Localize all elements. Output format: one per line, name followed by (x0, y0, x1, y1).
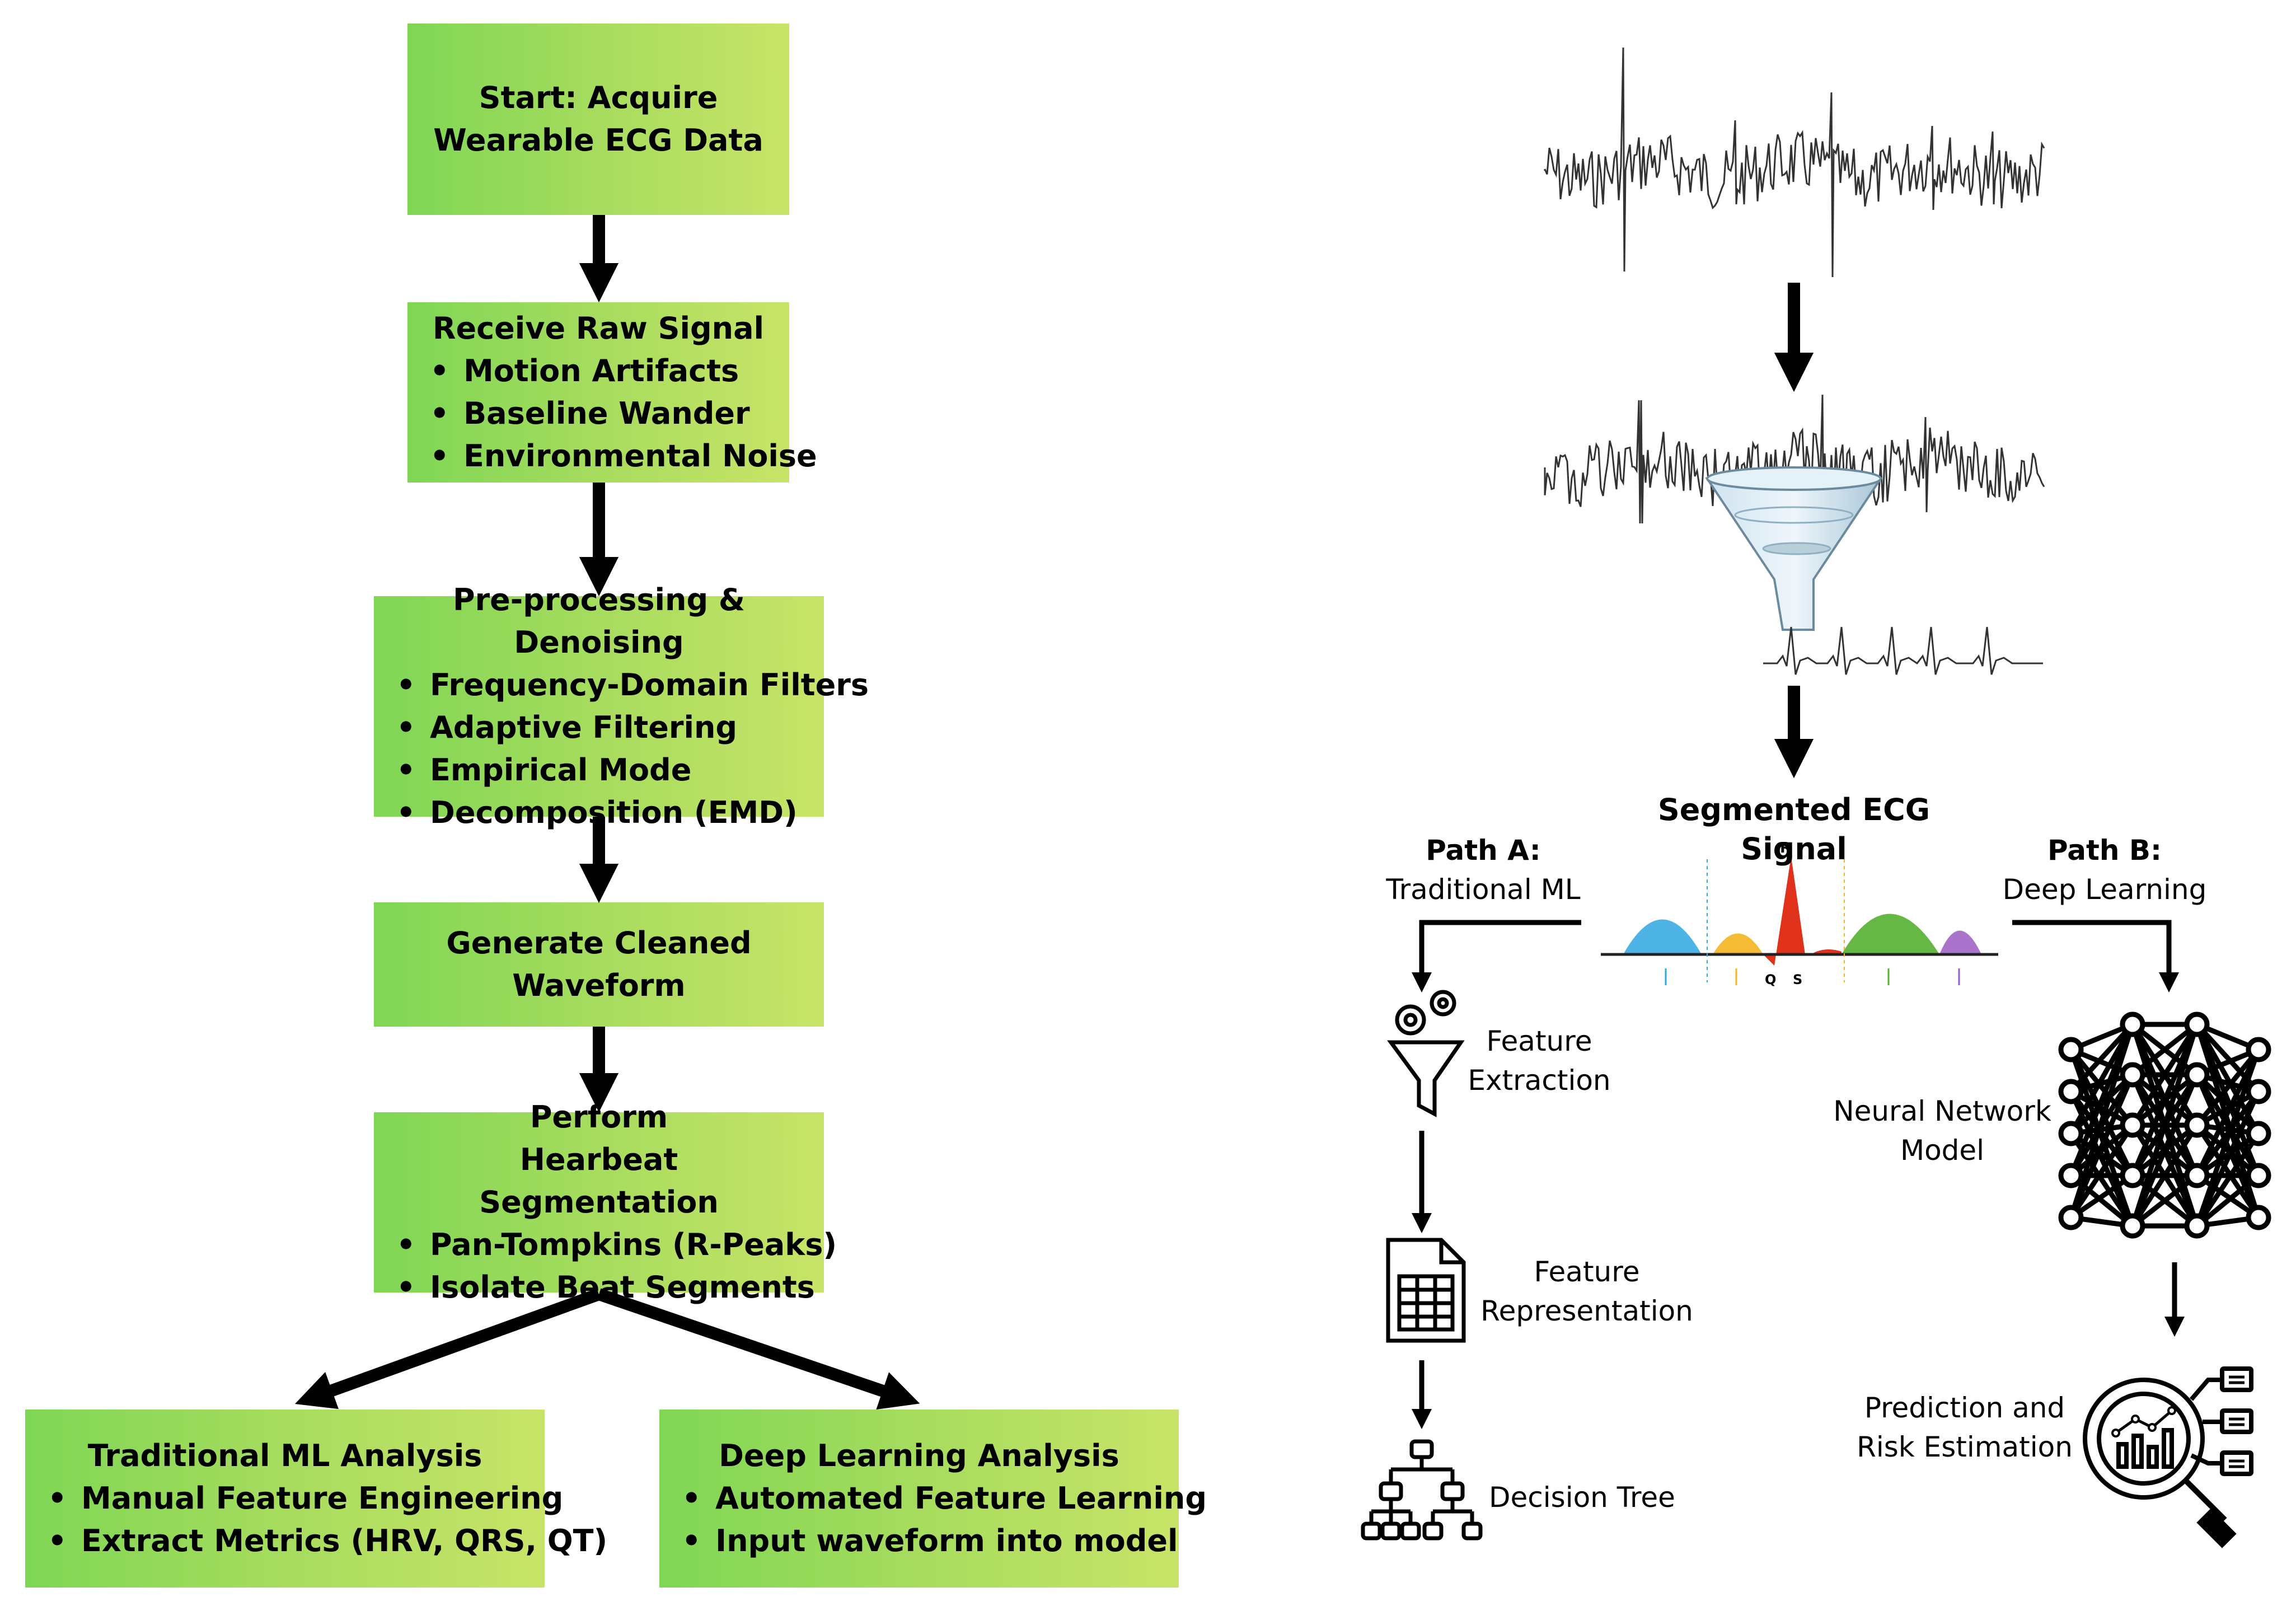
list-item: Empirical Mode (374, 749, 824, 792)
nn-node (2184, 1213, 2210, 1239)
cleaned-waveform-label: Generate Cleaned Waveform (446, 925, 752, 1003)
list-item: Frequency-Domain Filters (374, 664, 869, 706)
prediction-label: Prediction and Risk Estimation (1857, 1392, 2073, 1463)
list-item-continued: Decomposition (EMD) (374, 792, 824, 834)
nn-node (2120, 1012, 2145, 1037)
magnifier-chart-icon (2083, 1366, 2253, 1548)
flow-arrows (294, 215, 920, 1410)
start-box: Start: Acquire Wearable ECG Data (407, 24, 789, 215)
nn-node (2058, 1205, 2084, 1230)
document-table-icon (1386, 1238, 1466, 1343)
gear-funnel-icon (1387, 990, 1465, 1117)
path-a-heading: Path A: (1426, 834, 1541, 867)
u-wave (1939, 930, 1981, 954)
path-b-heading: Path B: (2047, 834, 2162, 867)
raw-signal-title: Receive Raw Signal (432, 311, 765, 346)
nn-node (2184, 1163, 2210, 1188)
list-item: Baseline Wander (407, 392, 789, 435)
noisy-ecg-filter-input (1544, 394, 2045, 535)
list-item: Adaptive Filtering (374, 706, 824, 749)
nn-node (2184, 1012, 2210, 1037)
nn-node (2120, 1163, 2145, 1188)
raw-signal-list: Motion Artifacts Baseline Wander Environ… (407, 350, 817, 477)
wave-label-r: R (1780, 840, 1791, 856)
segmented-ecg-title: Segmented ECG Signal (1657, 792, 1930, 867)
raw-signal-box: Receive Raw Signal Motion Artifacts Base… (407, 302, 817, 483)
p-wave (1623, 919, 1702, 954)
deep-learning-box: Deep Learning Analysis Automated Feature… (659, 1410, 1207, 1588)
nn-node (2246, 1037, 2271, 1062)
nn-node (2120, 1112, 2145, 1138)
path-b-name: Deep Learning (2002, 873, 2207, 906)
feature-extraction-label: Feature Extraction (1468, 1025, 1611, 1097)
q-wave (1713, 933, 1763, 954)
start-label: Start: Acquire Wearable ECG Data (433, 80, 763, 158)
segmented-ecg-waveform (1601, 856, 1998, 985)
nn-node (2058, 1079, 2084, 1104)
list-item: Input waveform into model (659, 1520, 1179, 1562)
nn-node (2246, 1121, 2271, 1146)
arrow-seg-to-deep (597, 1288, 920, 1410)
nn-node (2058, 1037, 2084, 1062)
nn-node (2058, 1163, 2084, 1188)
list-item: Automated Feature Learning (659, 1477, 1207, 1520)
wave-label-s: S (1793, 972, 1802, 987)
raw-noisy-ecg (1544, 47, 2045, 278)
wave-label-q: Q (1765, 972, 1776, 987)
arrow-path-b (2012, 920, 2179, 992)
feature-representation-label: Feature Representation (1480, 1256, 1693, 1327)
neural-network-label: Neural Network Model (1833, 1095, 2051, 1167)
nn-node (2120, 1062, 2145, 1088)
nn-node (2246, 1163, 2271, 1188)
traditional-ml-box: Traditional ML Analysis Manual Feature E… (25, 1410, 607, 1588)
list-item: Extract Metrics (HRV, QRS, QT) (25, 1520, 607, 1562)
list-item: Pan-Tompkins (R-Peaks) (374, 1224, 837, 1266)
deep-learning-title: Deep Learning Analysis (719, 1438, 1119, 1473)
list-item: Environmental Noise (407, 435, 817, 477)
nn-node (2058, 1121, 2084, 1146)
deep-learning-list: Automated Feature Learning Input wavefor… (659, 1477, 1207, 1562)
r-wave (1763, 856, 1805, 966)
nn-node (2184, 1112, 2210, 1138)
segmentation-box: Perform Hearbeat Segmentation Pan-Tompki… (374, 1099, 837, 1309)
nn-node (2246, 1205, 2271, 1230)
t-wave (1842, 914, 1939, 954)
arrow-path-a (1412, 920, 1581, 992)
path-a-name: Traditional ML (1386, 873, 1581, 906)
preprocessing-box: Pre-processing & Denoising Frequency-Dom… (374, 582, 869, 834)
traditional-ml-list: Manual Feature Engineering Extract Metri… (25, 1477, 607, 1562)
cleaned-waveform-box: Generate Cleaned Waveform (374, 902, 824, 1027)
nn-node (2120, 1213, 2145, 1239)
nn-node (2184, 1062, 2210, 1088)
traditional-ml-title: Traditional ML Analysis (87, 1438, 482, 1473)
list-item: Manual Feature Engineering (25, 1477, 563, 1520)
clean-ecg-output (1763, 626, 2043, 675)
decision-tree-label: Decision Tree (1489, 1481, 1675, 1514)
nn-node (2246, 1079, 2271, 1104)
list-item: Motion Artifacts (407, 350, 789, 392)
neural-network-icon (2058, 1012, 2271, 1239)
arrow-seg-to-traditional (294, 1288, 601, 1410)
preprocessing-list: Frequency-Domain Filters Adaptive Filter… (374, 664, 869, 834)
filter-funnel-icon (1705, 466, 1883, 631)
decision-tree-icon (1361, 1439, 1483, 1541)
